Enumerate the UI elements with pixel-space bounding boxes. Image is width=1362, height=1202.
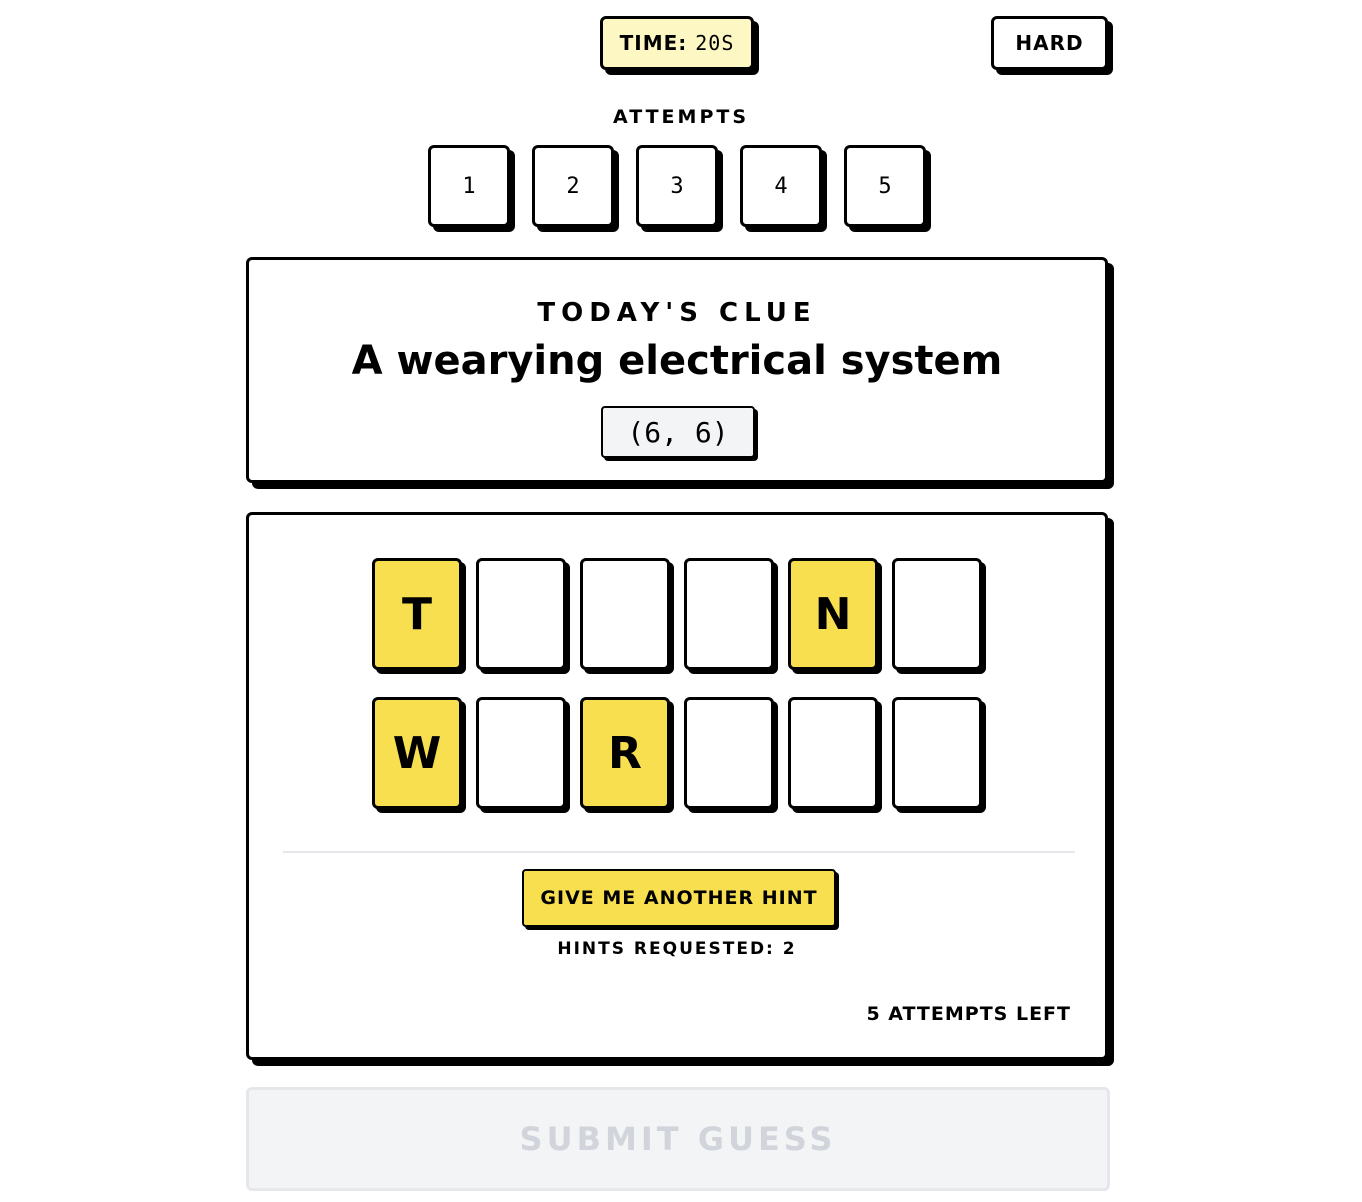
letter-tile[interactable]: N (788, 558, 878, 670)
word-length-badge: (6, 6) (601, 406, 755, 458)
letter-tile[interactable]: W (372, 697, 462, 809)
clue-text: A wearying electrical system (351, 338, 1003, 384)
timer-value: 20S (695, 31, 735, 55)
letter-tile[interactable]: R (580, 697, 670, 809)
timer-label: TIME: (619, 31, 688, 55)
letter-tile[interactable] (892, 558, 982, 670)
hint-button[interactable]: GIVE ME ANOTHER HINT (522, 869, 836, 927)
letter-tile[interactable] (580, 558, 670, 670)
letter-tile[interactable] (476, 558, 566, 670)
letter-tile[interactable] (892, 697, 982, 809)
letter-tile[interactable] (684, 697, 774, 809)
attempt-indicator-4: 4 (740, 145, 822, 227)
divider (283, 851, 1075, 853)
letter-tile[interactable] (788, 697, 878, 809)
letter-tile[interactable] (684, 558, 774, 670)
difficulty-button[interactable]: HARD (991, 16, 1108, 70)
hints-requested-count: HINTS REQUESTED: 2 (557, 939, 797, 959)
answer-board: T N W R GIVE ME ANOTHER HINT HINTS REQUE… (246, 512, 1108, 1060)
attempt-indicator-5: 5 (844, 145, 926, 227)
clue-heading: TODAY'S CLUE (537, 298, 817, 328)
attempt-indicator-2: 2 (532, 145, 614, 227)
timer-display: TIME: 20S (600, 16, 754, 70)
letter-tile[interactable]: T (372, 558, 462, 670)
attempt-indicator-3: 3 (636, 145, 718, 227)
clue-card: TODAY'S CLUE A wearying electrical syste… (246, 257, 1108, 483)
letter-tile[interactable] (476, 697, 566, 809)
attempt-indicator-1: 1 (428, 145, 510, 227)
attempts-label: ATTEMPTS (612, 106, 750, 128)
submit-guess-button[interactable]: SUBMIT GUESS (246, 1087, 1110, 1191)
attempts-left-status: 5 ATTEMPTS LEFT (866, 1003, 1071, 1025)
